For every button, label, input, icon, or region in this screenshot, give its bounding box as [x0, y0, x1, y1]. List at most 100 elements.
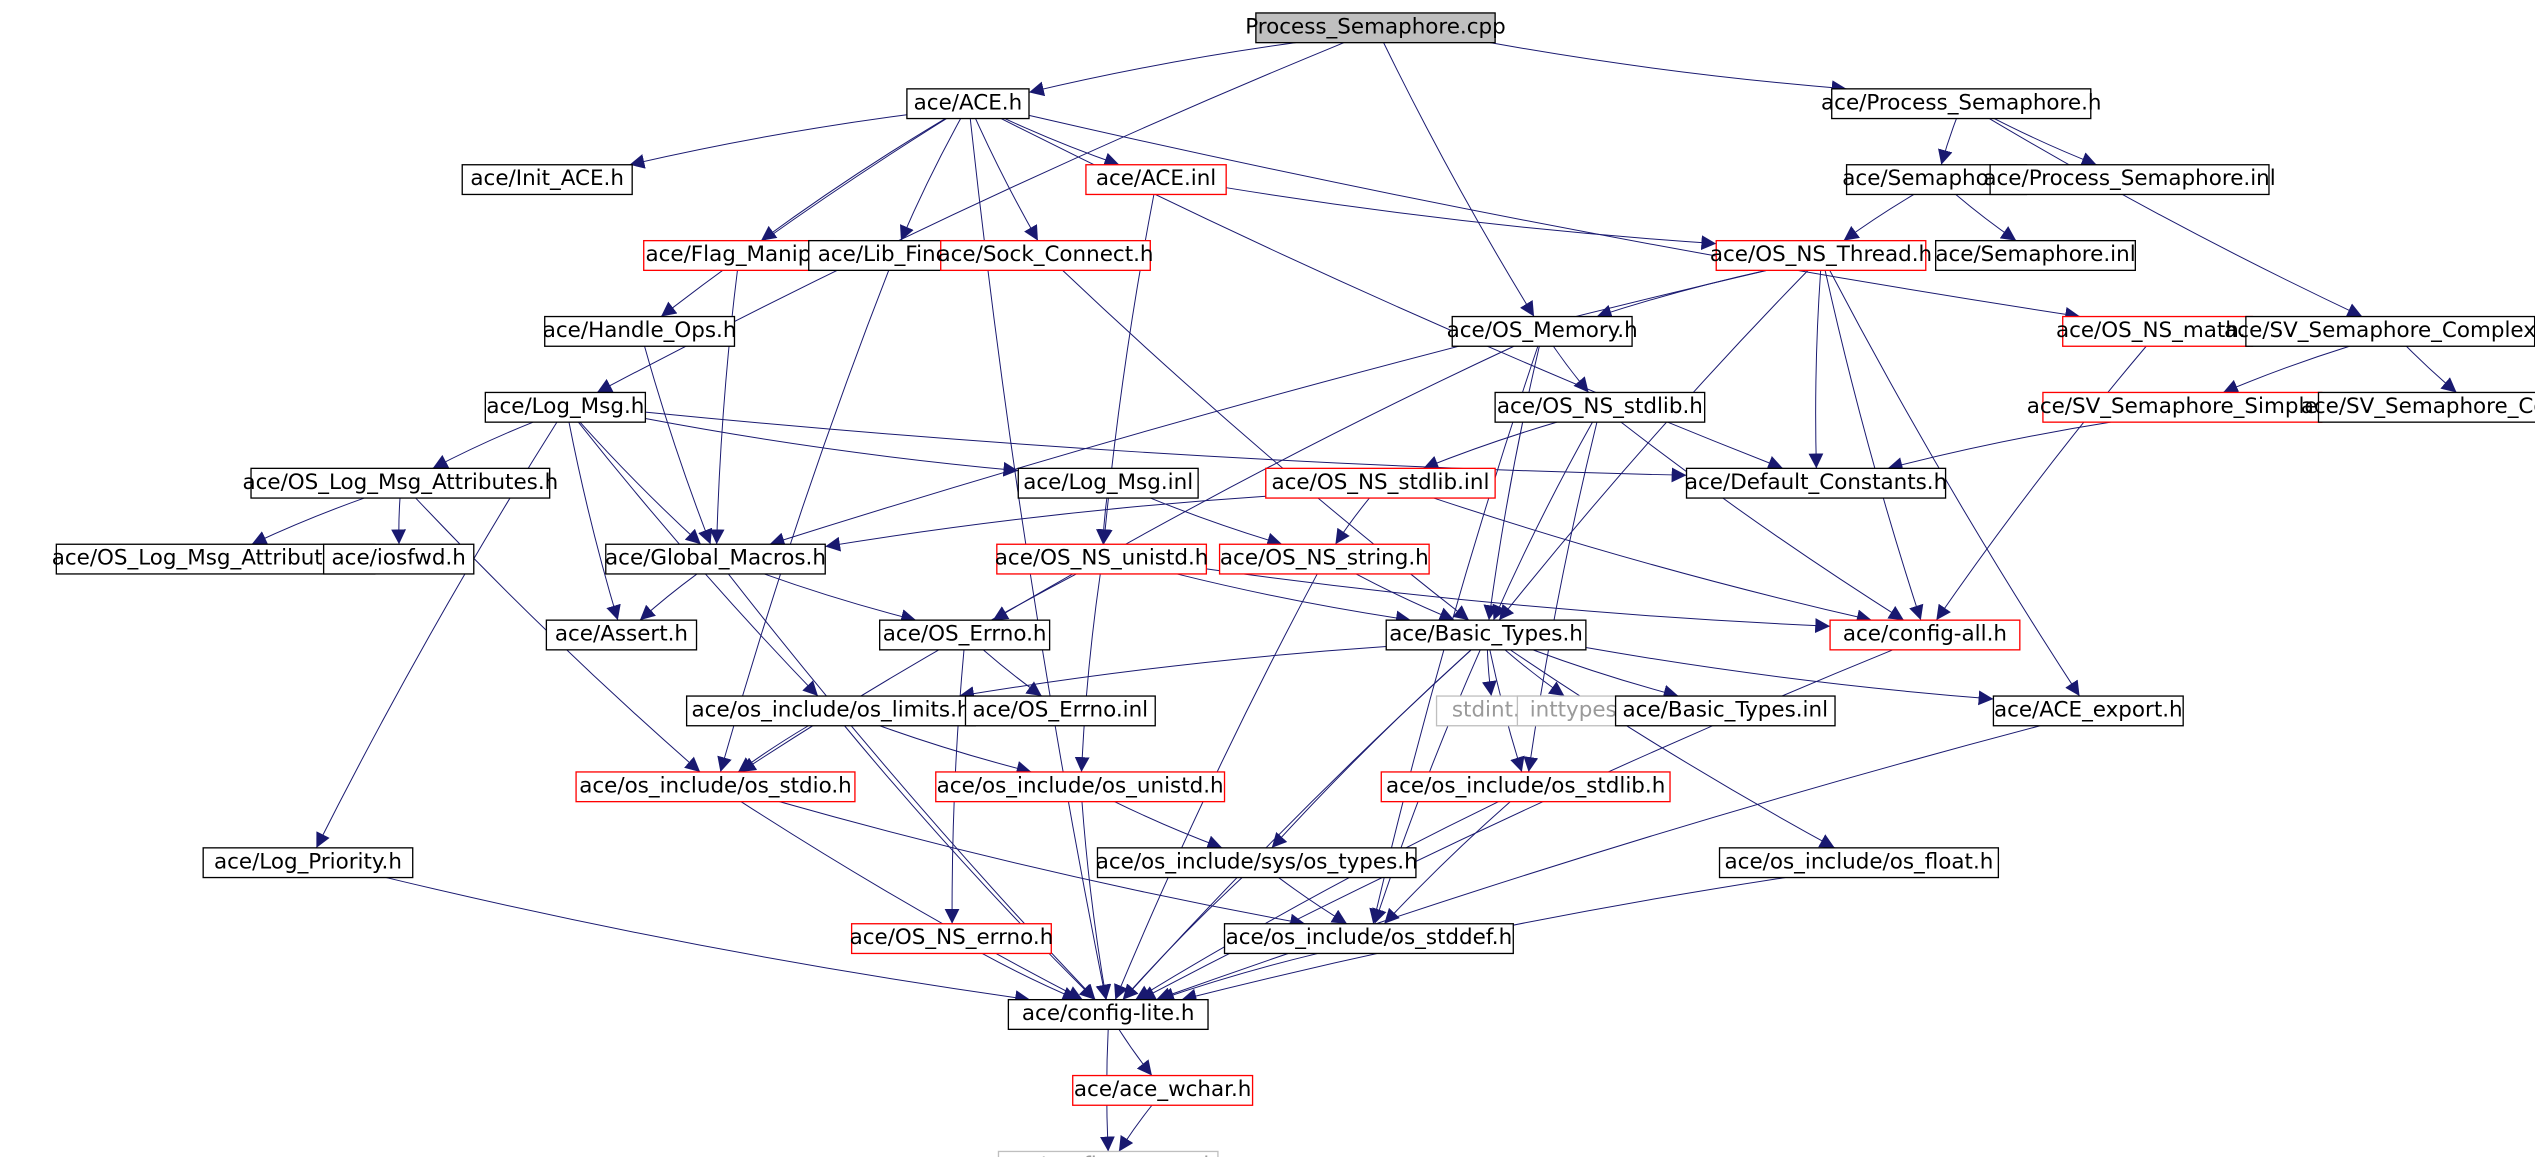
- graph-node-proc-sem-h[interactable]: ace/Process_Semaphore.h: [1821, 88, 2101, 120]
- graph-node-os-errno-inl[interactable]: ace/OS_Errno.inl: [964, 695, 1156, 727]
- graph-node-root[interactable]: Process_Semaphore.cpp: [1245, 12, 1506, 44]
- graph-node-os-ns-stdlib-inl[interactable]: ace/OS_NS_stdlib.inl: [1265, 467, 1496, 499]
- node-box: [544, 315, 736, 347]
- graph-node-ace-wchar-h[interactable]: ace/ace_wchar.h: [1072, 1074, 1254, 1106]
- graph-node-global-macros-h[interactable]: ace/Global_Macros.h: [605, 543, 826, 575]
- graph-node-config-all-h[interactable]: ace/config-all.h: [1829, 619, 2021, 651]
- graph-node-os-ns-math-h[interactable]: ace/OS_NS_math.h: [2056, 315, 2259, 347]
- graph-node-ace-export-h[interactable]: ace/ACE_export.h: [1992, 695, 2184, 727]
- graph-node-init-ace-h[interactable]: ace/Init_ACE.h: [461, 164, 633, 196]
- edge-ace-inl-to-os-ns-thread-h: [1226, 187, 1717, 251]
- edge-ace-h-to-init-ace-h: [629, 114, 907, 169]
- node-box: [202, 847, 414, 879]
- edge-flag-manip-h-to-global-macros-h: [709, 270, 738, 545]
- node-box: [1829, 619, 2021, 651]
- graph-node-default-constants-h[interactable]: ace/Default_Constants.h: [1685, 467, 1947, 499]
- edge-os-memory-h-to-os-errno-h: [992, 345, 1515, 621]
- edge-os-log-msg-attr-h-to-os-log-msg-attr-inl: [251, 497, 365, 545]
- node-label: ace/Init_ACE.h: [470, 166, 624, 191]
- graph-node-log-msg-inl[interactable]: ace/Log_Msg.inl: [1017, 467, 1199, 499]
- edge-ace-wchar-h-to-config-macros-h: [1118, 1104, 1153, 1152]
- edge-root-to-ace-h: [1028, 42, 1296, 97]
- graph-node-sv-sem-simple-h[interactable]: ace/SV_Semaphore_Simple.h: [2027, 391, 2338, 423]
- node-label: ace/OS_Errno.inl: [973, 698, 1149, 723]
- graph-node-semaphore-inl[interactable]: ace/Semaphore.inl: [1935, 239, 2136, 272]
- edge-basic-types-h-to-ace-export-h: [1585, 647, 1994, 706]
- node-label: ace/OS_NS_Thread.h: [1710, 242, 1932, 267]
- graph-node-log-msg-h[interactable]: ace/Log_Msg.h: [484, 391, 647, 423]
- edge-os-ns-thread-h-to-ace-export-h: [1829, 270, 2080, 697]
- graph-node-sv-sem-complex-h[interactable]: ace/SV_Semaphore_Complex.h: [2224, 315, 2535, 347]
- graph-node-os-memory-h[interactable]: ace/OS_Memory.h: [1447, 315, 1638, 347]
- edge-ace-h-to-os-ns-math-h: [1028, 114, 2081, 322]
- node-label: ace/Log_Priority.h: [214, 849, 402, 874]
- graph-node-log-priority-h[interactable]: ace/Log_Priority.h: [202, 847, 414, 879]
- node-box: [2317, 391, 2535, 423]
- graph-node-os-stdio-h[interactable]: ace/os_include/os_stdio.h: [575, 771, 856, 803]
- graph-node-proc-sem-inl[interactable]: ace/Process_Semaphore.inl: [1983, 164, 2276, 196]
- edge-global-macros-h-to-assert-h: [639, 573, 698, 621]
- edge-log-msg-h-to-default-constants-h: [645, 411, 1687, 483]
- node-box: [1992, 695, 2184, 727]
- node-box: [1989, 164, 2270, 196]
- node-box: [2042, 391, 2323, 423]
- edge-os-unistd-h-to-os-types-h: [1114, 801, 1223, 850]
- node-box: [1718, 847, 2000, 879]
- edge-os-errno-h-to-os-errno-inl: [982, 649, 1042, 697]
- graph-node-ace-inl[interactable]: ace/ACE.inl: [1085, 164, 1227, 196]
- graph-node-os-ns-string-h[interactable]: ace/OS_NS_string.h: [1218, 543, 1430, 575]
- nodes-layer: Process_Semaphore.cpp ace/ACE.h ace/Proces…: [52, 12, 2535, 1157]
- edge-log-msg-inl-to-os-ns-unistd-h: [1096, 497, 1111, 545]
- edge-os-memory-h-to-basic-types-h: [1483, 346, 1540, 621]
- graph-node-os-log-msg-attr-h[interactable]: ace/OS_Log_Msg_Attributes.h: [242, 467, 558, 499]
- node-label: ace/ACE.inl: [1096, 166, 1216, 191]
- node-box: [685, 695, 977, 727]
- edge-os-stddef-h-to-config-lite-h: [1159, 952, 1319, 1002]
- graph-node-config-lite-h[interactable]: ace/config-lite.h: [1007, 998, 1209, 1031]
- edge-log-msg-h-to-assert-h: [568, 422, 621, 621]
- graph-node-os-types-h[interactable]: ace/os_include/sys/os_types.h: [1096, 847, 1418, 879]
- node-box: [1096, 847, 1417, 879]
- graph-node-iosfwd-h[interactable]: ace/iosfwd.h: [322, 543, 475, 575]
- edge-os-ns-errno-h-to-config-lite-h: [981, 953, 1078, 1001]
- node-box: [1255, 12, 1496, 44]
- graph-node-os-float-h[interactable]: ace/os_include/os_float.h: [1718, 847, 2000, 879]
- graph-node-basic-types-inl[interactable]: ace/Basic_Types.inl: [1614, 695, 1836, 727]
- edge-os-ns-unistd-h-to-os-stdio-h: [740, 573, 1077, 773]
- node-label: ace/OS_NS_errno.h: [850, 925, 1054, 950]
- node-label: ace/config-macros.h: [999, 1153, 1217, 1157]
- graph-node-flag-manip-h[interactable]: ace/Flag_Manip.h: [643, 239, 835, 272]
- edge-os-stdio-h-to-config-lite-h: [740, 801, 1083, 1001]
- node-label: ace/SV_Semaphore_Simple.h: [2027, 394, 2338, 419]
- graph-node-config-macros-h[interactable]: ace/config-macros.h: [997, 1150, 1219, 1157]
- graph-node-ace-h[interactable]: ace/ACE.h: [906, 88, 1030, 120]
- edge-os-ns-stdlib-h-to-basic-types-h: [1492, 421, 1593, 621]
- graph-node-os-unistd-h[interactable]: ace/os_include/os_unistd.h: [935, 771, 1226, 803]
- edge-log-msg-h-to-log-msg-inl: [645, 418, 1019, 477]
- graph-node-os-ns-unistd-h[interactable]: ace/OS_NS_unistd.h: [995, 543, 1209, 575]
- node-box: [1685, 467, 1947, 499]
- graph-node-os-ns-stdlib-h[interactable]: ace/OS_NS_stdlib.h: [1494, 391, 1706, 423]
- graph-node-os-stdlib-h[interactable]: ace/os_include/os_stdlib.h: [1380, 771, 1671, 803]
- graph-node-os-ns-errno-h[interactable]: ace/OS_NS_errno.h: [850, 923, 1054, 955]
- edge-os-ns-thread-h-to-default-constants-h: [1808, 270, 1824, 469]
- node-label: ace/OS_Memory.h: [1447, 318, 1638, 343]
- node-label: ace/os_include/sys/os_types.h: [1096, 849, 1418, 874]
- graph-node-os-ns-thread-h[interactable]: ace/OS_NS_Thread.h: [1710, 239, 1932, 272]
- graph-node-os-errno-h[interactable]: ace/OS_Errno.h: [879, 619, 1051, 651]
- graph-node-sv-sem-complex-inl[interactable]: ace/SV_Semaphore_Complex.inl: [2301, 391, 2535, 423]
- graph-node-handle-ops-h[interactable]: ace/Handle_Ops.h: [543, 315, 737, 347]
- graph-node-os-limits-h[interactable]: ace/os_include/os_limits.h: [685, 695, 977, 727]
- graph-node-basic-types-h[interactable]: ace/Basic_Types.h: [1385, 619, 1587, 651]
- graph-node-assert-h[interactable]: ace/Assert.h: [545, 619, 698, 651]
- edges-layer: [251, 42, 2457, 1152]
- node-box: [605, 543, 826, 575]
- node-box: [1072, 1074, 1254, 1106]
- node-box: [1223, 923, 1514, 955]
- graph-node-sock-connect-h[interactable]: ace/Sock_Connect.h: [937, 239, 1154, 272]
- node-label: ace/Process_Semaphore.h: [1821, 90, 2101, 115]
- node-box: [545, 619, 698, 651]
- graph-node-os-stddef-h[interactable]: ace/os_include/os_stddef.h: [1223, 923, 1514, 955]
- edge-os-limits-h-to-os-unistd-h: [879, 725, 1032, 776]
- edge-proc-sem-h-to-proc-sem-inl: [1994, 118, 2097, 167]
